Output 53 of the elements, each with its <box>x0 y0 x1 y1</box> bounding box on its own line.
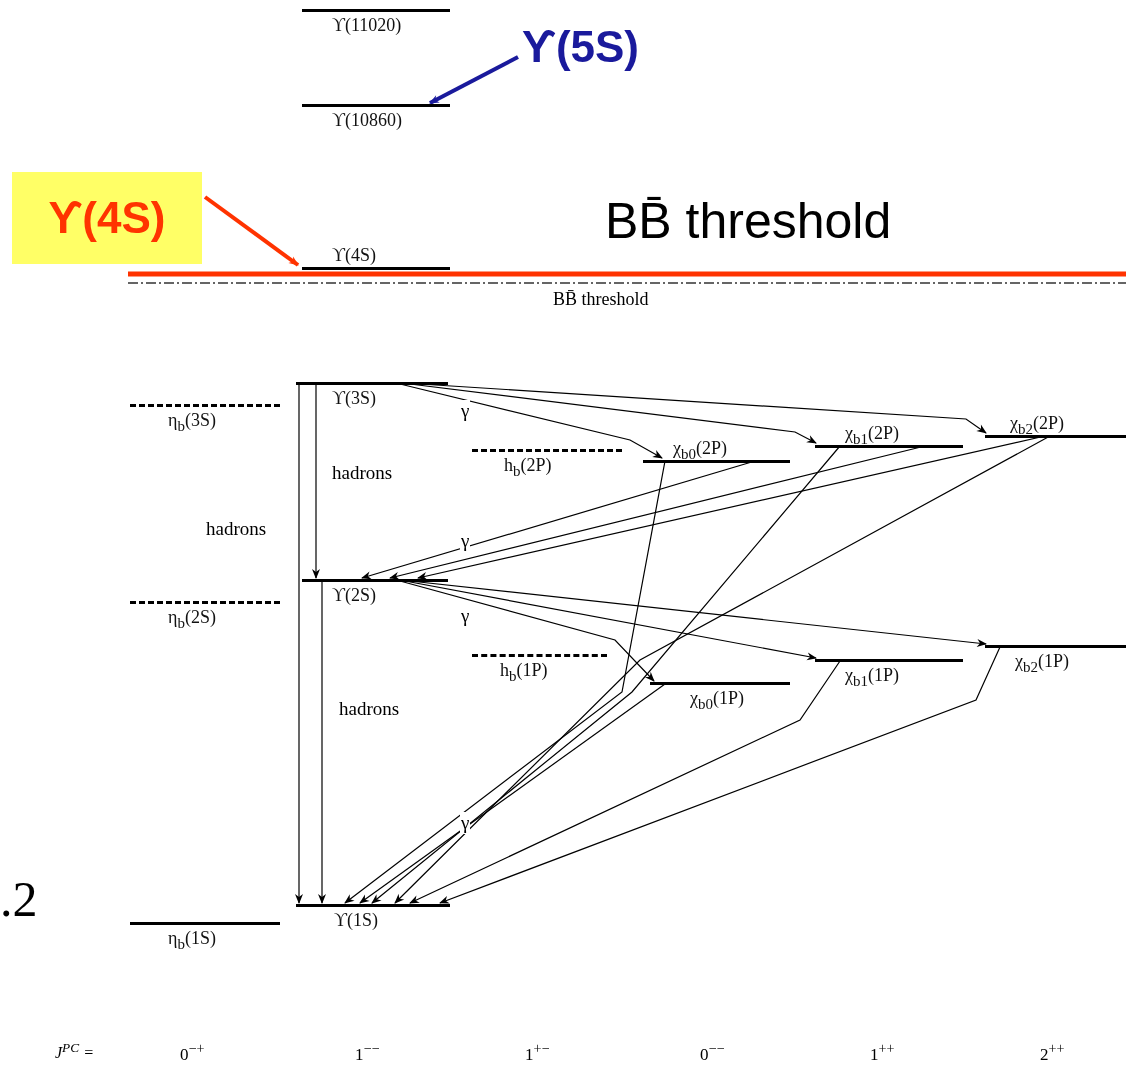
level-label: ϒ(3S) <box>332 388 376 409</box>
level-label: ϒ(10860) <box>332 110 402 131</box>
level-label: h$_{b}$(2P) <box>504 455 552 480</box>
quantum-number-label: 1$^{−−}$ <box>355 1040 380 1065</box>
level-label: ϒ(4S) <box>332 245 376 266</box>
transition-arrow <box>295 383 303 904</box>
quantum-number-label: 0$^{−+}$ <box>180 1040 205 1065</box>
transition-arrow <box>312 383 320 579</box>
callout-label: ϒ(5S) <box>522 22 639 72</box>
level-label: χ$_{b1}$(1P) <box>845 665 899 690</box>
level-label: ϒ(11020) <box>332 15 402 36</box>
energy-level <box>130 922 280 952</box>
arrow <box>203 195 300 267</box>
fragment-text: .2 <box>0 870 38 928</box>
quantum-number-label: 1$^{++}$ <box>870 1040 895 1065</box>
level-label: ϒ(2S) <box>332 585 376 606</box>
energy-level <box>650 682 790 712</box>
level-label: ϒ(1S) <box>334 910 378 931</box>
level-label: χ$_{b2}$(2P) <box>1010 413 1064 438</box>
dashed-energy-level <box>130 601 280 631</box>
energy-level <box>815 659 963 689</box>
quantum-number-label: 1$^{+−}$ <box>525 1040 550 1065</box>
threshold-label: BB̄ threshold <box>605 192 892 250</box>
dashed-energy-level <box>472 654 607 684</box>
quantum-number-label: J$^{PC}$ = <box>55 1040 94 1063</box>
level-label: η$_{b}$(2S) <box>168 607 216 632</box>
level-label: h$_{b}$(1P) <box>500 660 548 685</box>
level-label: χ$_{b1}$(2P) <box>845 423 899 448</box>
arrow <box>409 660 841 904</box>
energy-level <box>985 645 1126 675</box>
level-label: χ$_{b0}$(1P) <box>690 688 744 713</box>
dashed-energy-level <box>472 449 622 479</box>
dashed-energy-level <box>130 404 280 434</box>
edge-label: γ <box>460 400 471 422</box>
level-label: η$_{b}$(1S) <box>168 928 216 953</box>
arrow <box>344 460 666 904</box>
level-label: χ$_{b2}$(1P) <box>1015 651 1069 676</box>
level-label: η$_{b}$(3S) <box>168 410 216 435</box>
energy-level <box>815 423 963 448</box>
edge-label: γ <box>460 812 471 834</box>
energy-level <box>985 413 1126 438</box>
arrow <box>439 646 1001 904</box>
energy-level <box>643 438 790 463</box>
threshold-label: BB̄ threshold <box>553 289 649 310</box>
transition-arrow <box>359 683 666 904</box>
energy-level <box>302 245 450 270</box>
level-label: χ$_{b0}$(2P) <box>673 438 727 463</box>
arrow <box>371 445 841 904</box>
callout-box: ϒ(4S) <box>12 172 202 264</box>
quantum-number-label: 2$^{++}$ <box>1040 1040 1065 1065</box>
quantum-number-label: 0$^{−−}$ <box>700 1040 725 1065</box>
arrow <box>429 55 519 105</box>
transition-arrow <box>318 580 326 904</box>
